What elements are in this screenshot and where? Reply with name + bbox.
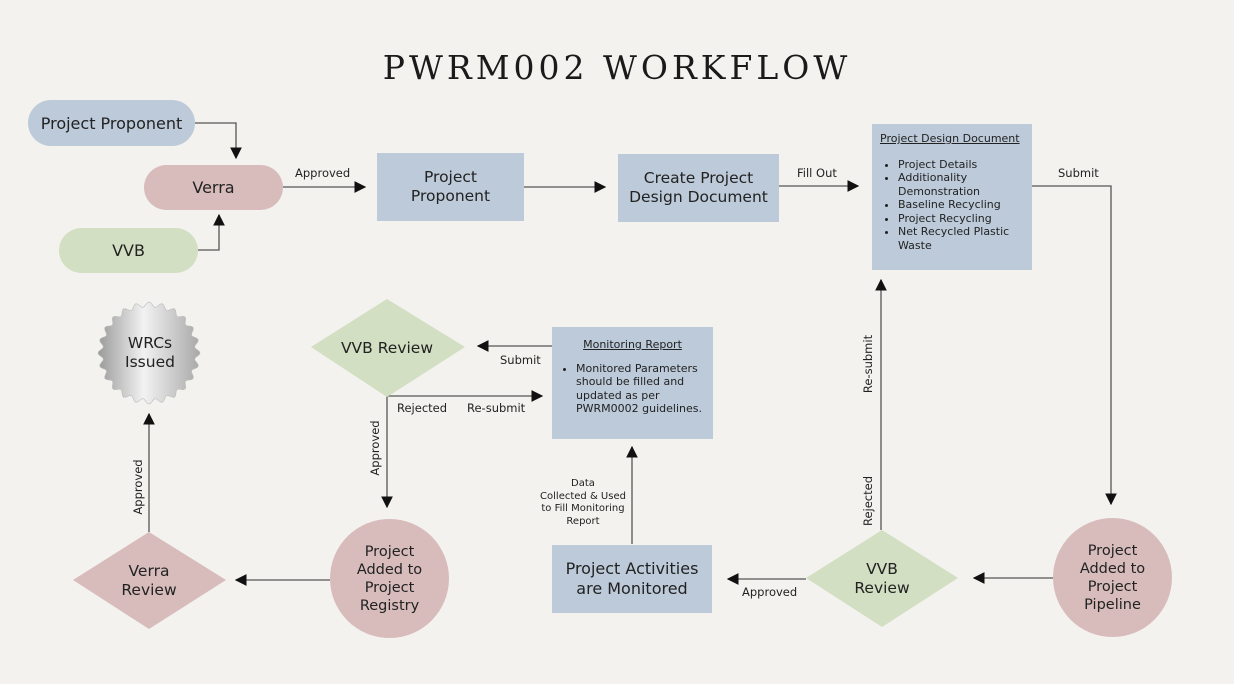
- project-proponent-box[interactable]: Project Proponent: [377, 153, 524, 221]
- edge-label-data-collected: Data Collected & Used to Fill Monitoring…: [530, 478, 636, 528]
- create-pdd-box[interactable]: Create Project Design Document: [618, 154, 779, 222]
- vvb-pill[interactable]: VVB: [59, 228, 198, 273]
- pdd-detail-box[interactable]: Project Design Document Project Details …: [872, 124, 1032, 270]
- monitoring-report-title: Monitoring Report: [583, 338, 682, 351]
- edge-label-approved-top: Approved: [295, 166, 351, 180]
- data-collected-line: to Fill Monitoring: [541, 503, 625, 514]
- data-collected-line: Collected & Used: [540, 490, 626, 502]
- registry-line: Registry: [359, 597, 420, 614]
- pdd-item: Additionality Demonstration: [898, 171, 1024, 198]
- verra-pill-label: Verra: [192, 178, 235, 197]
- pipeline-line: Project: [1087, 578, 1138, 595]
- data-collected-line: Report: [566, 515, 600, 527]
- edge-label-rejected-mr: Rejected: [397, 401, 448, 415]
- verra-pill[interactable]: Verra: [144, 165, 283, 210]
- pdd-detail-title: Project Design Document: [880, 132, 1020, 145]
- edge-label-resubmit-pdd: Re-submit: [861, 334, 875, 394]
- vvb-review-top-diamond: [311, 299, 465, 397]
- edge-proponent-to-verra: [195, 122, 242, 160]
- wrcs-line1: WRCs: [127, 334, 173, 352]
- project-pipeline-circle[interactable]: Project Added to Project Pipeline: [1053, 518, 1172, 637]
- edge-label-submit-pdd: Submit: [1058, 166, 1099, 180]
- pdd-items-list: Project Details Additionality Demonstrat…: [880, 158, 1024, 253]
- create-pdd-line1: Create Project: [643, 169, 754, 187]
- pipeline-line: Added to: [1079, 560, 1146, 577]
- vvb-review-bottom[interactable]: VVB Review: [830, 558, 934, 600]
- edge-label-approved-wrcs: Approved: [131, 459, 145, 515]
- pipeline-line: Pipeline: [1084, 596, 1141, 613]
- registry-line: Project: [364, 579, 415, 596]
- page-title: PWRM002 WORKFLOW: [382, 48, 852, 87]
- vvb-review-bottom-line2: Review: [854, 579, 910, 597]
- vvb-pill-label: VVB: [112, 241, 145, 260]
- vvb-review-bottom-diamond: [806, 530, 958, 627]
- edge-label-approved-bottom: Approved: [742, 585, 798, 599]
- monitoring-report-list: Monitored Parameters should be filled an…: [562, 362, 703, 416]
- vvb-review-bottom-line1: VVB: [866, 560, 898, 578]
- verra-review-diamond: [73, 532, 226, 629]
- project-registry-circle[interactable]: Project Added to Project Registry: [330, 519, 449, 638]
- verra-review-line2: Review: [121, 581, 177, 599]
- verra-review[interactable]: Verra Review: [97, 560, 201, 602]
- project-proponent-box-line2: Proponent: [410, 187, 491, 205]
- edge-label-approved-registry: Approved: [368, 420, 382, 476]
- vvb-review-top[interactable]: VVB Review: [325, 336, 449, 360]
- wrcs-issued[interactable]: WRCs Issued: [104, 332, 196, 374]
- edge-label-fill-out: Fill Out: [797, 166, 837, 180]
- edge-label-rejected-pdd: Rejected: [861, 475, 875, 527]
- registry-line: Project: [364, 543, 415, 560]
- project-proponent-pill[interactable]: Project Proponent: [28, 100, 195, 146]
- pipeline-line: Project: [1087, 542, 1138, 559]
- project-proponent-pill-label: Project Proponent: [40, 113, 183, 133]
- wrcs-line2: Issued: [125, 353, 175, 371]
- edge-label-submit-mr: Submit: [500, 353, 541, 367]
- registry-line: Added to: [356, 561, 423, 578]
- edge-submit-pdd: [1032, 185, 1117, 506]
- pdd-item: Baseline Recycling: [898, 198, 1024, 212]
- edge-vvb-to-verra: [198, 213, 225, 251]
- monitoring-report-item: Monitored Parameters should be filled an…: [576, 362, 703, 416]
- project-activities-box[interactable]: Project Activities are Monitored: [552, 545, 712, 613]
- verra-review-line1: Verra: [128, 562, 170, 580]
- monitoring-report-box[interactable]: Monitoring Report Monitored Parameters s…: [552, 327, 713, 439]
- edge-label-resubmit-mr: Re-submit: [467, 401, 526, 415]
- pdd-item: Net Recycled Plastic Waste: [898, 225, 1024, 252]
- project-proponent-box-line1: Project: [423, 168, 478, 186]
- create-pdd-line2: Design Document: [629, 188, 768, 206]
- activities-line2: are Monitored: [576, 579, 688, 598]
- pdd-item: Project Recycling: [898, 212, 1024, 226]
- wrcs-seal-shape: [97, 301, 201, 405]
- data-collected-line: Data: [571, 478, 595, 489]
- vvb-review-top-label: VVB Review: [340, 338, 434, 357]
- activities-line1: Project Activities: [565, 559, 699, 578]
- pdd-item: Project Details: [898, 158, 1024, 172]
